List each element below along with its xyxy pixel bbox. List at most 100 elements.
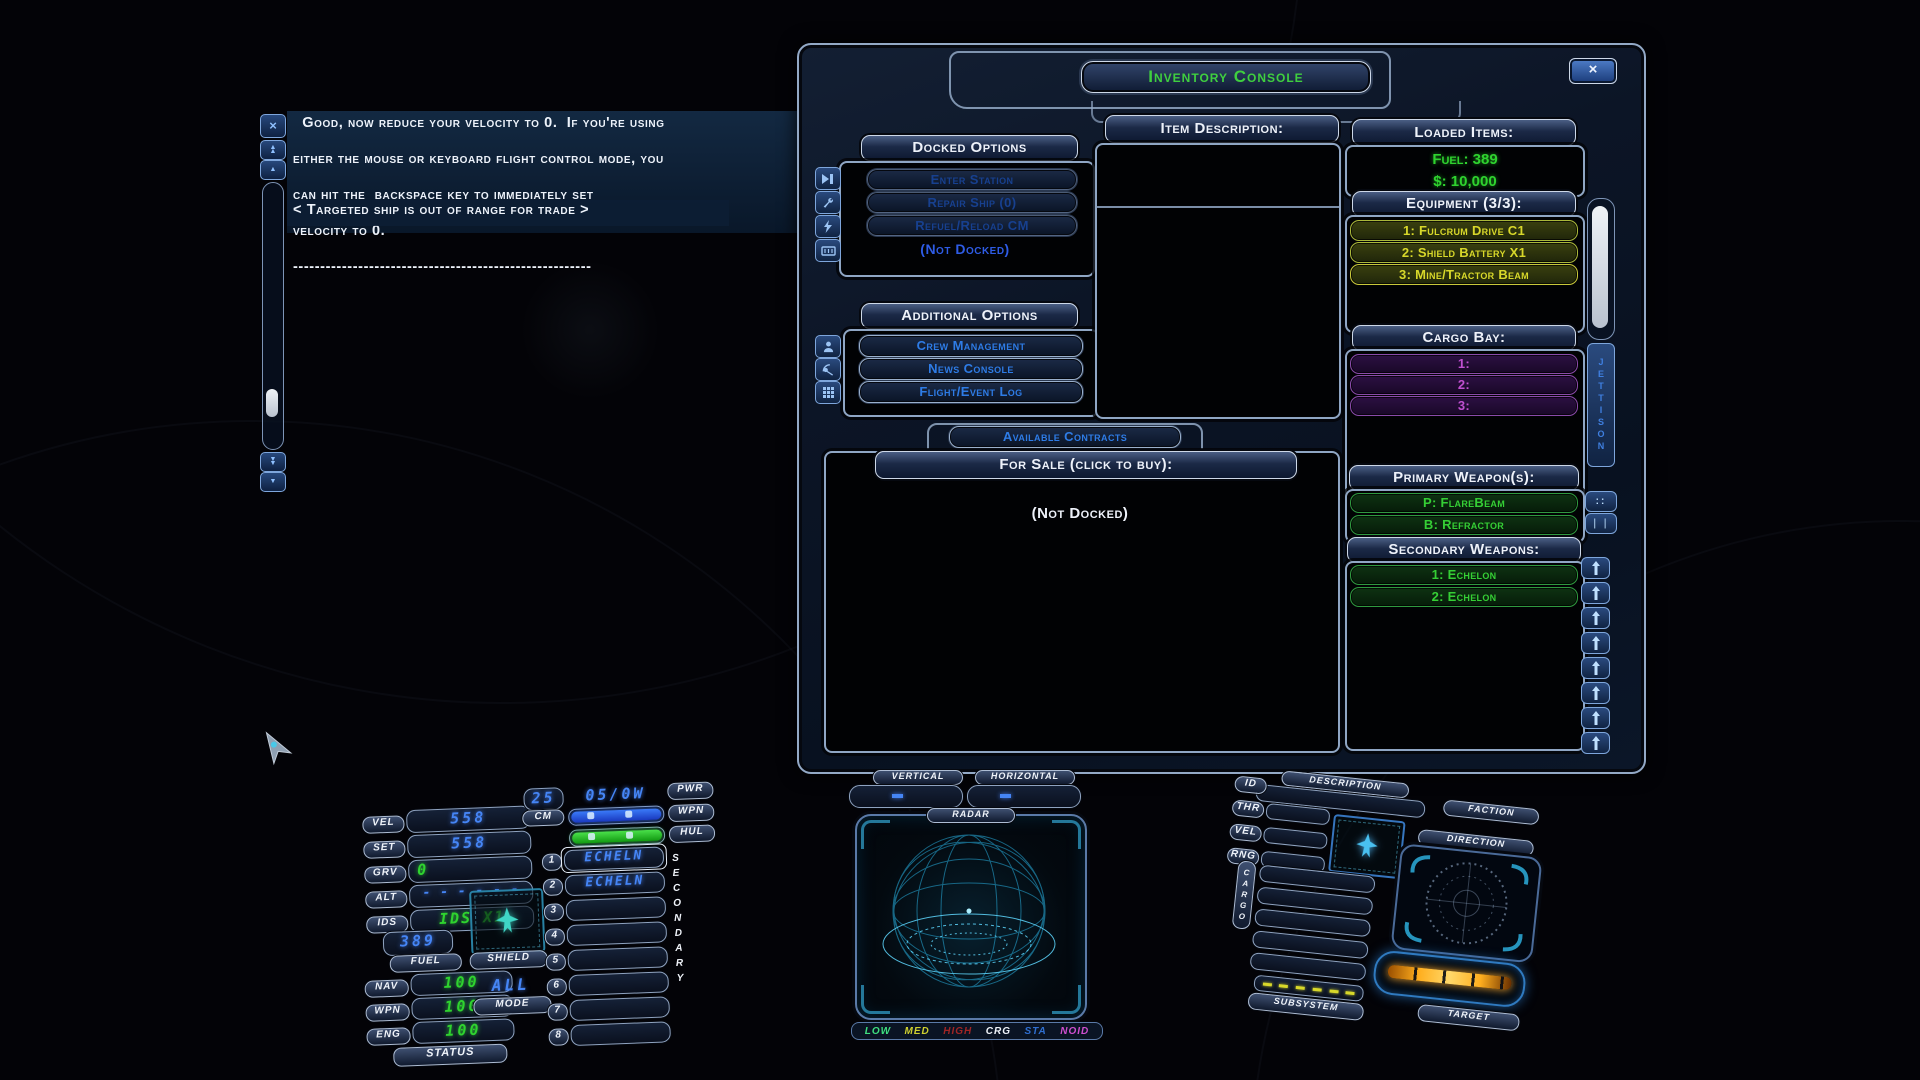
log-icon[interactable] xyxy=(815,381,841,404)
cargo-bay-header: Cargo Bay: xyxy=(1352,325,1576,351)
news-console-button[interactable]: News Console xyxy=(859,358,1083,380)
jettison-button[interactable]: JETTISON xyxy=(1587,343,1615,467)
secondary-weapon-slot-2[interactable]: 2: Echelon xyxy=(1350,587,1578,607)
enter-station-button[interactable]: Enter Station xyxy=(867,169,1077,190)
repair-icon[interactable] xyxy=(815,191,841,214)
equipment-header: Equipment (3/3): xyxy=(1352,191,1576,217)
primary-weapon-slot-p[interactable]: P: FlareBeam xyxy=(1350,493,1578,513)
flight-event-log-button[interactable]: Flight/Event Log xyxy=(859,381,1083,403)
for-sale-header: For Sale (click to buy): xyxy=(875,451,1297,479)
id-label: ID xyxy=(1233,775,1268,795)
mode-value: ALL xyxy=(491,974,530,996)
energy-icon[interactable] xyxy=(815,215,841,238)
radar-filter-sta[interactable]: STA xyxy=(1024,1025,1047,1037)
up-arrow-icon xyxy=(1591,661,1600,675)
secondary-slot-number: 2 xyxy=(542,878,564,897)
docked-options-header: Docked Options xyxy=(861,135,1078,161)
close-icon: × xyxy=(269,118,277,134)
secondary-slot-6[interactable] xyxy=(568,971,670,997)
radar-filter-high[interactable]: HIGH xyxy=(943,1025,973,1037)
weapon-link-button[interactable]: ❘❘ xyxy=(1585,513,1617,534)
cargo-slot-1[interactable]: 1: xyxy=(1350,354,1578,374)
loaded-items-panel: Fuel: 389 $: 10,000 xyxy=(1345,145,1585,197)
secondary-slot-3[interactable] xyxy=(565,896,667,922)
secondary-slot-5[interactable] xyxy=(567,946,669,972)
refuel-reload-button[interactable]: Refuel/Reload CM xyxy=(867,215,1077,236)
crew-management-button[interactable]: Crew Management xyxy=(859,335,1083,357)
secondary-slot-2[interactable]: ECHELN xyxy=(564,871,666,897)
item-description-divider xyxy=(1097,206,1339,208)
radar-filter-crg[interactable]: CRG xyxy=(985,1025,1011,1037)
radar-sphere xyxy=(882,834,1056,988)
radar-filter-low[interactable]: LOW xyxy=(864,1025,892,1037)
transfer-slot-button-4[interactable] xyxy=(1581,632,1610,654)
equipment-slot-2[interactable]: 2: Shield Battery X1 xyxy=(1350,242,1578,263)
primary-weapon-slot-b[interactable]: B: Refractor xyxy=(1350,515,1578,535)
countermeasure-icon[interactable] xyxy=(815,239,841,262)
message-line: velocity to 0. xyxy=(293,223,386,239)
secondary-slot-number: 4 xyxy=(544,928,566,946)
equipment-scrollbar-thumb[interactable] xyxy=(1592,206,1608,328)
velocity-value: 558 xyxy=(449,808,487,828)
crew-icon[interactable] xyxy=(815,335,841,358)
radar-filter-bar: LOW MED HIGH CRG STA NOID xyxy=(851,1022,1103,1040)
radar-filter-med[interactable]: MED xyxy=(904,1025,930,1037)
equipment-slot-1[interactable]: 1: Fulcrum Drive C1 xyxy=(1350,220,1578,241)
transfer-slot-button-8[interactable] xyxy=(1581,732,1610,754)
nav-label: NAV xyxy=(364,979,410,998)
up-arrow-icon xyxy=(1591,561,1600,575)
cargo-slot-3[interactable]: 3: xyxy=(1350,396,1578,416)
transfer-slot-button-5[interactable] xyxy=(1581,657,1610,679)
secondary-slot-4[interactable] xyxy=(566,921,668,947)
radar-corner-decoration xyxy=(861,985,890,1014)
equipment-scrollbar-track[interactable] xyxy=(1587,198,1615,340)
message-scrollbar-track[interactable] xyxy=(262,182,284,450)
transfer-slot-button-7[interactable] xyxy=(1581,707,1610,729)
dialog-close-button[interactable]: × xyxy=(1569,58,1617,84)
secondary-weapon-slot-1[interactable]: 1: Echelon xyxy=(1350,565,1578,585)
double-chevron-up-icon: ▲▲ xyxy=(269,143,277,155)
weapon-energy-bar xyxy=(567,805,665,826)
up-arrow-icon xyxy=(1591,611,1600,625)
available-contracts-tab[interactable]: Available Contracts xyxy=(949,426,1181,448)
message-scroll-bottom-button[interactable]: ▼ xyxy=(260,472,286,492)
transfer-slot-button-3[interactable] xyxy=(1581,607,1610,629)
message-scroll-top-button[interactable]: ▲▲ xyxy=(260,140,286,160)
message-separator: ----------------------------------------… xyxy=(293,259,592,275)
repair-ship-button[interactable]: Repair Ship (0) xyxy=(867,192,1077,213)
message-scrollbar-thumb[interactable] xyxy=(266,389,278,417)
radar-filter-noid[interactable]: NOID xyxy=(1060,1025,1090,1037)
up-arrow-icon xyxy=(1591,586,1600,600)
cargo-column-label: CARGO xyxy=(1231,860,1257,930)
news-icon[interactable] xyxy=(815,358,841,381)
item-description-header: Item Description: xyxy=(1105,115,1339,143)
selected-secondary-bracket xyxy=(560,843,668,874)
item-description-panel xyxy=(1095,143,1341,419)
secondary-slot-8[interactable] xyxy=(570,1021,672,1047)
target-info-cluster: DESCRIPTION FACTION ID THR VEL RNG DIREC… xyxy=(1209,766,1582,1063)
message-status-line: < Targeted ship is out of range for trad… xyxy=(287,200,729,226)
transfer-slot-button-6[interactable] xyxy=(1581,682,1610,704)
target-vel-value xyxy=(1262,826,1329,850)
transfer-slot-button-1[interactable] xyxy=(1581,557,1610,579)
fuel-amount: Fuel: 389 xyxy=(1432,151,1498,168)
secondary-slot-7[interactable] xyxy=(569,996,671,1022)
pwr-setting-value: 05/0W xyxy=(585,784,646,805)
message-line: can hit the backspace key to immediately… xyxy=(293,187,594,203)
equipment-slot-3[interactable]: 3: Mine/Tractor Beam xyxy=(1350,264,1578,285)
dock-icon[interactable] xyxy=(815,167,841,190)
message-page-up-button[interactable]: ▲ xyxy=(260,160,286,180)
message-line: Good, now reduce your velocity to 0. If … xyxy=(293,115,665,131)
up-arrow-icon xyxy=(1591,636,1600,650)
message-page-down-button[interactable]: ▼▼ xyxy=(260,452,286,472)
transfer-slot-button-2[interactable] xyxy=(1581,582,1610,604)
weapon-group-button[interactable]: :: xyxy=(1585,491,1617,512)
message-close-button[interactable]: × xyxy=(260,114,286,138)
direction-display xyxy=(1390,843,1543,964)
cm-label: CM xyxy=(522,809,565,827)
docked-status-note: (Not Docked) xyxy=(920,241,1010,257)
cargo-slot-2[interactable]: 2: xyxy=(1350,375,1578,395)
set-label: SET xyxy=(363,840,406,859)
satellite-dish-icon xyxy=(822,364,834,376)
